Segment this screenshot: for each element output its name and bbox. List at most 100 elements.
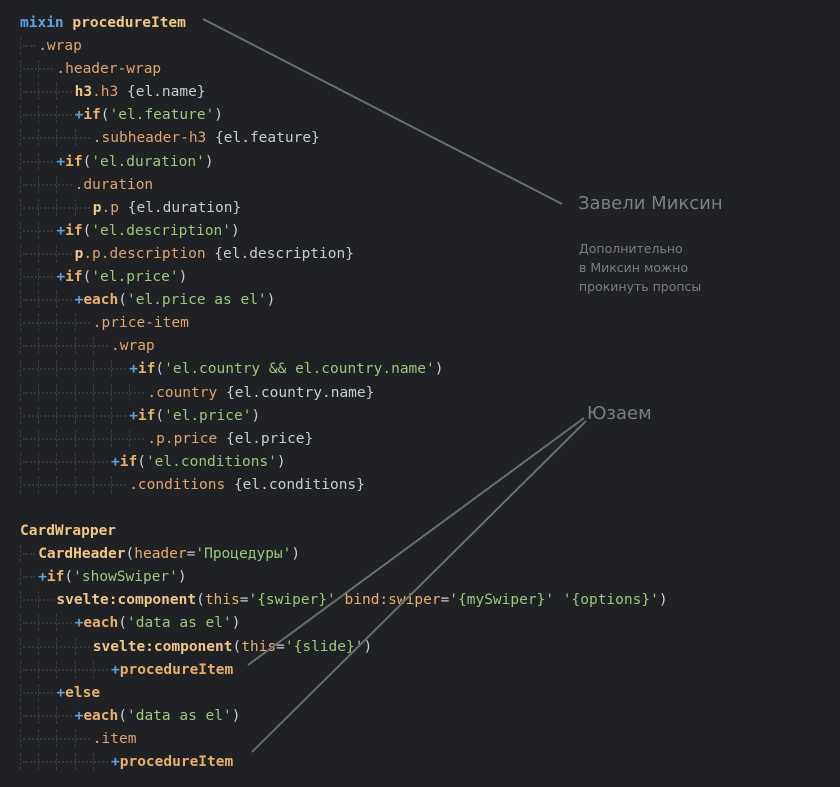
code-token: .subheader-h3 [92,130,207,147]
code-token [554,592,563,608]
code-token: ) [363,638,373,655]
whitespace-dots [23,368,127,371]
code-token: + [74,292,84,309]
code-line[interactable]: +if('el.duration') [0,151,560,174]
code-token: + [129,361,138,378]
indent-guide [20,591,30,609]
code-token: ) [434,361,444,378]
code-line[interactable]: p.p {el.duration} [0,197,560,220]
code-text: +each('data as el') [75,705,241,728]
code-token: ) [291,546,301,563]
code-token: if [137,361,156,378]
indent-guide [20,175,30,193]
code-line[interactable]: .duration [0,174,560,197]
code-line[interactable]: .conditions {el.conditions} [0,474,560,497]
code-line[interactable]: h3.h3 {el.name} [0,81,560,104]
indent-guide [20,729,30,747]
indent-guide [20,614,30,632]
code-token: ) [658,592,668,609]
code-token: this [204,592,240,609]
code-line[interactable]: .header-wrap [0,58,560,81]
code-text: .p.price {el.price} [147,428,313,451]
indent-guide [20,291,30,309]
whitespace-dots [23,276,54,279]
code-text: +if('el.price') [56,266,187,289]
code-text: +each('data as el') [75,612,241,635]
code-line[interactable]: +each('data as el') [0,705,560,728]
whitespace-dots [23,345,108,348]
code-line[interactable]: +else [0,682,560,705]
whitespace-dots [23,299,72,302]
code-line[interactable]: .p.price {el.price} [0,428,560,451]
whitespace-dots [23,68,54,71]
whitespace-dots [23,137,90,140]
code-line[interactable]: svelte:component(this='{swiper}' bind:sw… [0,589,668,612]
whitespace-dots [23,576,36,579]
code-editor[interactable]: mixin procedureItem .wrap .header-wrap h3.h… [0,12,668,774]
code-token: if [65,269,83,286]
code-line[interactable]: +if('showSwiper') [0,566,560,589]
code-token: ( [155,407,165,424]
indent-guide [20,60,30,78]
code-line[interactable]: +if('el.feature') [0,104,560,127]
code-token: svelte:component [92,638,233,655]
code-line[interactable]: svelte:component(this='{slide}') [0,636,560,659]
code-line[interactable]: CardWrapper [0,520,560,543]
code-line[interactable]: mixin procedureItem [0,12,560,35]
whitespace-dots [23,691,54,694]
code-token: .wrap [38,38,82,55]
whitespace-dots [23,553,36,556]
code-token: procedureItem [72,15,186,31]
code-line[interactable]: +if('el.price') [0,405,560,428]
code-token: ( [232,638,242,655]
code-token: 'showSwiper' [73,569,178,586]
code-token: 'el.country && el.country.name' [164,361,435,378]
annotation-usage-title: Юзаем [587,403,652,424]
code-token: ) [178,269,188,286]
code-line[interactable]: +procedureItem [0,751,560,774]
code-line[interactable]: p.p.description {el.description} [0,243,560,266]
code-line[interactable]: .price-item [0,312,560,335]
code-line[interactable] [0,497,560,520]
indent-guide [20,452,30,470]
code-line[interactable]: +procedureItem [0,659,560,682]
code-token: ) [214,107,224,124]
code-token: = [440,592,450,609]
code-token: bind:swiper [344,592,441,609]
whitespace-dots [23,206,90,209]
code-line[interactable]: +each('el.price as el') [0,289,560,312]
code-text: svelte:component(this='{swiper}' bind:sw… [56,589,667,612]
whitespace-dots [23,414,127,417]
whitespace-dots [23,252,72,255]
indent-guide [20,152,30,170]
code-line[interactable]: CardHeader(header='Процедуры') [0,543,560,566]
code-token: .header-wrap [56,61,162,78]
code-token: + [38,569,47,586]
code-token: h3 [74,84,93,101]
code-text: +if('el.description') [56,220,239,243]
code-line[interactable]: .country {el.country.name} [0,382,560,405]
code-token: 'el.duration' [91,153,205,170]
code-token: ( [125,546,135,563]
indent-guide [20,337,30,355]
code-text: .duration [75,174,154,197]
code-token: 'data as el' [126,707,232,724]
code-token: + [74,107,84,124]
code-line[interactable]: +if('el.conditions') [0,451,560,474]
indent-guide [20,660,30,678]
code-line[interactable]: +if('el.country && el.country.name') [0,358,560,381]
code-line[interactable]: .wrap [0,335,560,358]
indent-guide [20,568,30,586]
code-text: +if('el.price') [129,405,260,428]
code-line[interactable]: .item [0,728,560,751]
code-line[interactable]: +if('el.price') [0,266,560,289]
code-line[interactable]: +if('el.description') [0,220,560,243]
code-token: ) [266,292,276,309]
code-line[interactable]: +each('data as el') [0,612,560,635]
code-text: +each('el.price as el') [75,289,276,312]
code-text: .header-wrap [56,58,161,81]
code-line[interactable]: .wrap [0,35,560,58]
code-line[interactable]: .subheader-h3 {el.feature} [0,127,560,150]
code-token: ) [276,453,286,470]
code-token: .p.price [147,430,218,447]
